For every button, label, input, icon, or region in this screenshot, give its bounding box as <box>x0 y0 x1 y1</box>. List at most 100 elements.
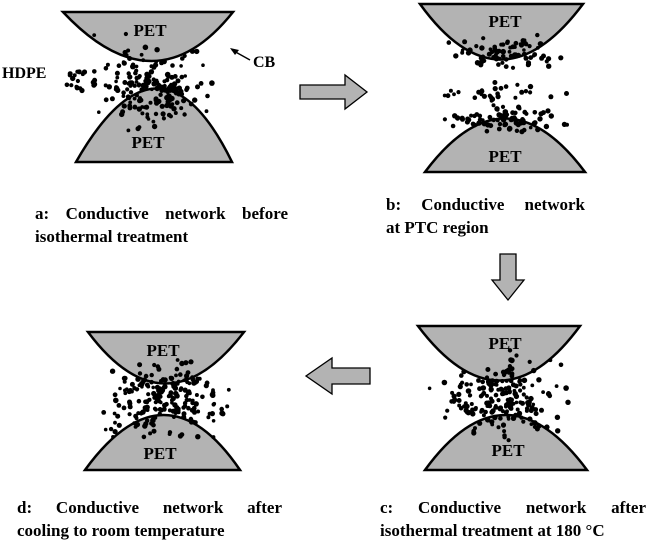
cb-particle <box>520 117 525 122</box>
cb-particle <box>428 387 432 391</box>
cb-particle <box>152 429 157 434</box>
cb-particle <box>113 392 118 397</box>
cb-particle <box>502 433 507 438</box>
cb-particle <box>545 108 550 113</box>
arrow-left <box>306 358 370 394</box>
cb-particle <box>198 377 202 381</box>
cb-particle <box>137 82 141 86</box>
cb-particle <box>135 65 139 69</box>
cb-particle <box>501 422 506 427</box>
cb-particle <box>527 416 532 421</box>
cb-particle <box>519 42 523 46</box>
cb-particle <box>524 56 529 61</box>
cb-particle <box>496 94 501 99</box>
caption-panel-a: a: Conductive network before isothermal … <box>35 202 288 248</box>
cb-particle <box>513 391 518 396</box>
cb-particle <box>139 87 144 92</box>
cb-particle <box>162 403 167 408</box>
cb-particle <box>508 399 512 403</box>
arrow-down <box>492 254 524 300</box>
cb-particle <box>548 94 553 99</box>
cb-particle <box>144 105 149 110</box>
cb-label: CB <box>253 54 276 71</box>
cb-particle <box>523 41 528 46</box>
cb-particle <box>130 382 135 387</box>
cb-particle <box>148 398 152 402</box>
cb-particle <box>474 44 478 48</box>
cb-particle <box>210 393 215 398</box>
cb-particle <box>182 379 186 383</box>
cb-particle <box>151 386 155 390</box>
cb-particle <box>508 348 512 352</box>
cb-particle <box>541 110 546 115</box>
cb-particle <box>113 429 118 434</box>
cb-particle <box>124 32 128 36</box>
cb-particle <box>500 379 504 383</box>
cb-particle <box>155 85 160 90</box>
cb-particle <box>524 89 528 93</box>
cb-particle <box>188 398 192 402</box>
cb-particle <box>166 99 171 104</box>
cb-particle <box>118 387 122 391</box>
cb-particle <box>529 126 533 130</box>
cb-particle <box>174 374 178 378</box>
cb-particle <box>510 366 515 371</box>
cb-particle <box>123 376 128 381</box>
cb-particle <box>180 432 185 437</box>
cb-particle <box>190 408 195 413</box>
cb-particle <box>546 56 551 61</box>
cb-particle <box>486 379 491 384</box>
cb-particle <box>150 88 154 92</box>
caption-panel-d: d: Conductive network after cooling to r… <box>17 496 282 542</box>
cb-particle <box>496 379 500 383</box>
cb-particle <box>129 90 133 94</box>
cb-particle <box>494 106 499 111</box>
cb-particle <box>532 121 537 126</box>
cb-particle <box>522 378 528 384</box>
cb-particle <box>97 110 101 114</box>
cb-particle <box>496 62 501 67</box>
cb-particle <box>135 422 140 427</box>
cb-particle <box>125 87 129 91</box>
cb-particle <box>548 358 552 362</box>
cb-particle <box>513 96 517 100</box>
cb-particle <box>555 428 560 433</box>
cb-particle <box>169 114 173 118</box>
cb-particle <box>468 393 472 397</box>
cb-particle <box>177 407 181 411</box>
cb-particle <box>170 63 175 68</box>
cb-particle <box>189 419 194 424</box>
cb-particle <box>209 80 215 86</box>
cb-particle <box>138 383 142 387</box>
cb-particle <box>188 381 192 385</box>
cb-particle <box>522 48 526 52</box>
cb-particle <box>184 88 189 93</box>
cb-particle <box>109 427 113 431</box>
cb-particle <box>565 123 569 127</box>
cb-particle <box>169 376 174 381</box>
cb-particle <box>136 387 140 391</box>
cb-particle <box>471 122 476 127</box>
cb-particle <box>145 112 149 116</box>
cb-particle <box>451 124 456 129</box>
cb-particle <box>76 79 80 83</box>
cb-particle <box>127 82 131 86</box>
cb-particle <box>162 116 166 120</box>
panel-a-diagram: PET PET HDPE CB <box>2 12 276 162</box>
cb-particle <box>533 425 537 429</box>
cb-particle <box>175 367 180 372</box>
cb-particle <box>181 98 186 103</box>
cb-particle <box>168 432 172 436</box>
cb-particle <box>201 63 205 67</box>
cb-particle <box>188 391 192 395</box>
cb-particle <box>140 380 145 385</box>
cb-particle <box>500 61 504 65</box>
cb-particle <box>117 63 122 68</box>
cb-particle <box>536 377 541 382</box>
cb-particle <box>91 83 96 88</box>
panel-c-diagram: PET PET <box>418 326 587 470</box>
cb-particle <box>128 388 132 392</box>
caption-line-1: c: Conductive network after <box>380 496 646 519</box>
cb-particle <box>180 56 185 61</box>
cb-particle <box>143 405 149 411</box>
